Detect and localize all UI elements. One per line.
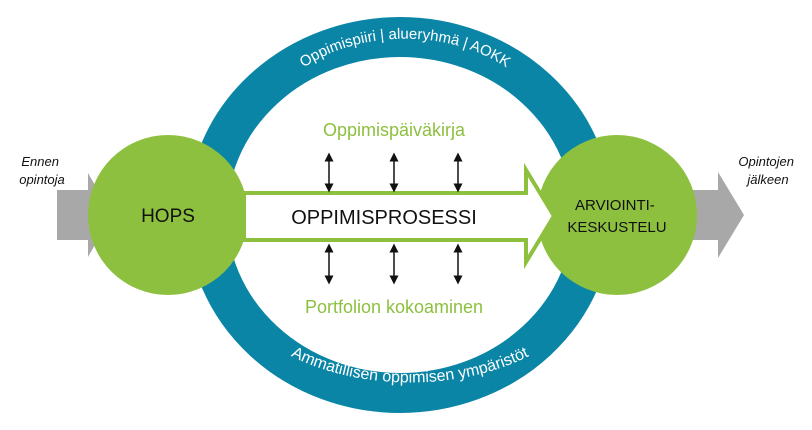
portfolio-label: Portfolion kokoaminen — [305, 297, 483, 317]
hops-label: HOPS — [141, 206, 195, 227]
hops-circle — [88, 135, 248, 295]
process-label: OPPIMISPROSESSI — [291, 207, 477, 229]
output-arrow — [690, 172, 744, 258]
arviointi-circle — [537, 135, 697, 295]
learning-diary-label: Oppimispäiväkirja — [323, 120, 466, 140]
process-arrow — [242, 162, 557, 270]
before-studies-label: Ennen opintoja — [19, 154, 65, 187]
after-studies-label: Opintojen jälkeen — [738, 154, 797, 187]
arviointi-label: ARVIOINTI- KESKUSTELU — [567, 197, 666, 236]
